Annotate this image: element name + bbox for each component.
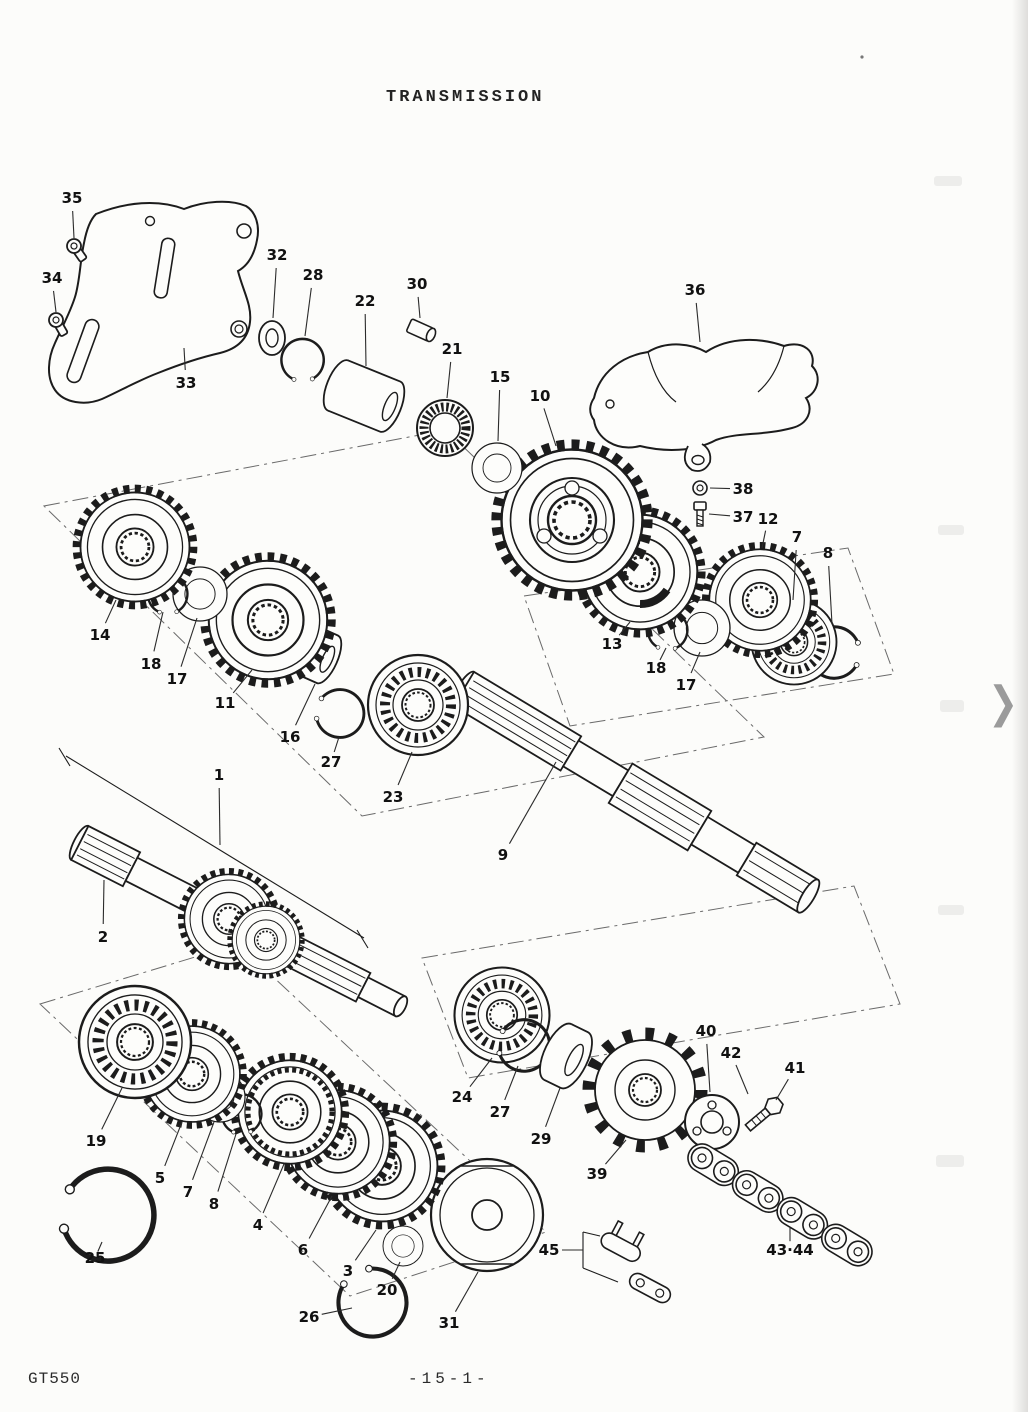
bearing-housing-31 — [429, 1157, 545, 1273]
washer-15 — [471, 442, 523, 494]
bolt-35 — [66, 238, 88, 263]
scan-speck — [860, 55, 864, 59]
bearing-23 — [368, 655, 468, 755]
scan-artifact — [940, 700, 964, 712]
gear-11 — [205, 557, 331, 683]
scan-artifact — [938, 905, 964, 915]
scan-artifact — [934, 176, 962, 186]
circlip-26 — [328, 1257, 416, 1346]
spacer-29 — [539, 1022, 593, 1090]
master-link-45 — [600, 1219, 645, 1263]
scan-artifact — [936, 1155, 964, 1167]
mainshaft-gear-cluster — [182, 872, 303, 977]
spacer-22 — [322, 359, 406, 433]
page-title: TRANSMISSION — [386, 88, 545, 107]
link-plate-45 — [628, 1272, 672, 1304]
countershaft-9 — [451, 670, 821, 914]
bearing-19 — [79, 986, 191, 1098]
gear-10 — [497, 445, 647, 595]
bolt-34 — [48, 312, 69, 337]
cover-plate-36 — [589, 339, 819, 472]
bolt-41 — [744, 1096, 784, 1133]
gear-14 — [77, 489, 193, 605]
next-page-chevron-icon[interactable]: ❯ — [988, 678, 1019, 728]
bearing-24 — [455, 968, 550, 1063]
assembly-1-bracket — [58, 747, 369, 949]
bracket-33 — [48, 200, 259, 404]
drive-chain-43-44 — [687, 1143, 873, 1267]
callout-45-bracket — [582, 1231, 619, 1283]
sprocket-39 — [582, 1027, 708, 1153]
circlip-25 — [46, 1155, 167, 1274]
washer-32 — [258, 320, 286, 356]
washer-38 — [692, 480, 708, 496]
circlip-27a — [305, 679, 374, 747]
screw-37 — [693, 501, 707, 527]
scan-artifact — [938, 525, 964, 535]
retainer-plate-40 — [684, 1094, 740, 1150]
washer-20 — [382, 1225, 424, 1267]
pin-30 — [406, 318, 437, 343]
gear-4 — [235, 1057, 345, 1167]
page-number: -15-1- — [408, 1370, 490, 1388]
needle-bearing-21 — [416, 399, 474, 457]
model-code: GT550 — [28, 1370, 82, 1388]
